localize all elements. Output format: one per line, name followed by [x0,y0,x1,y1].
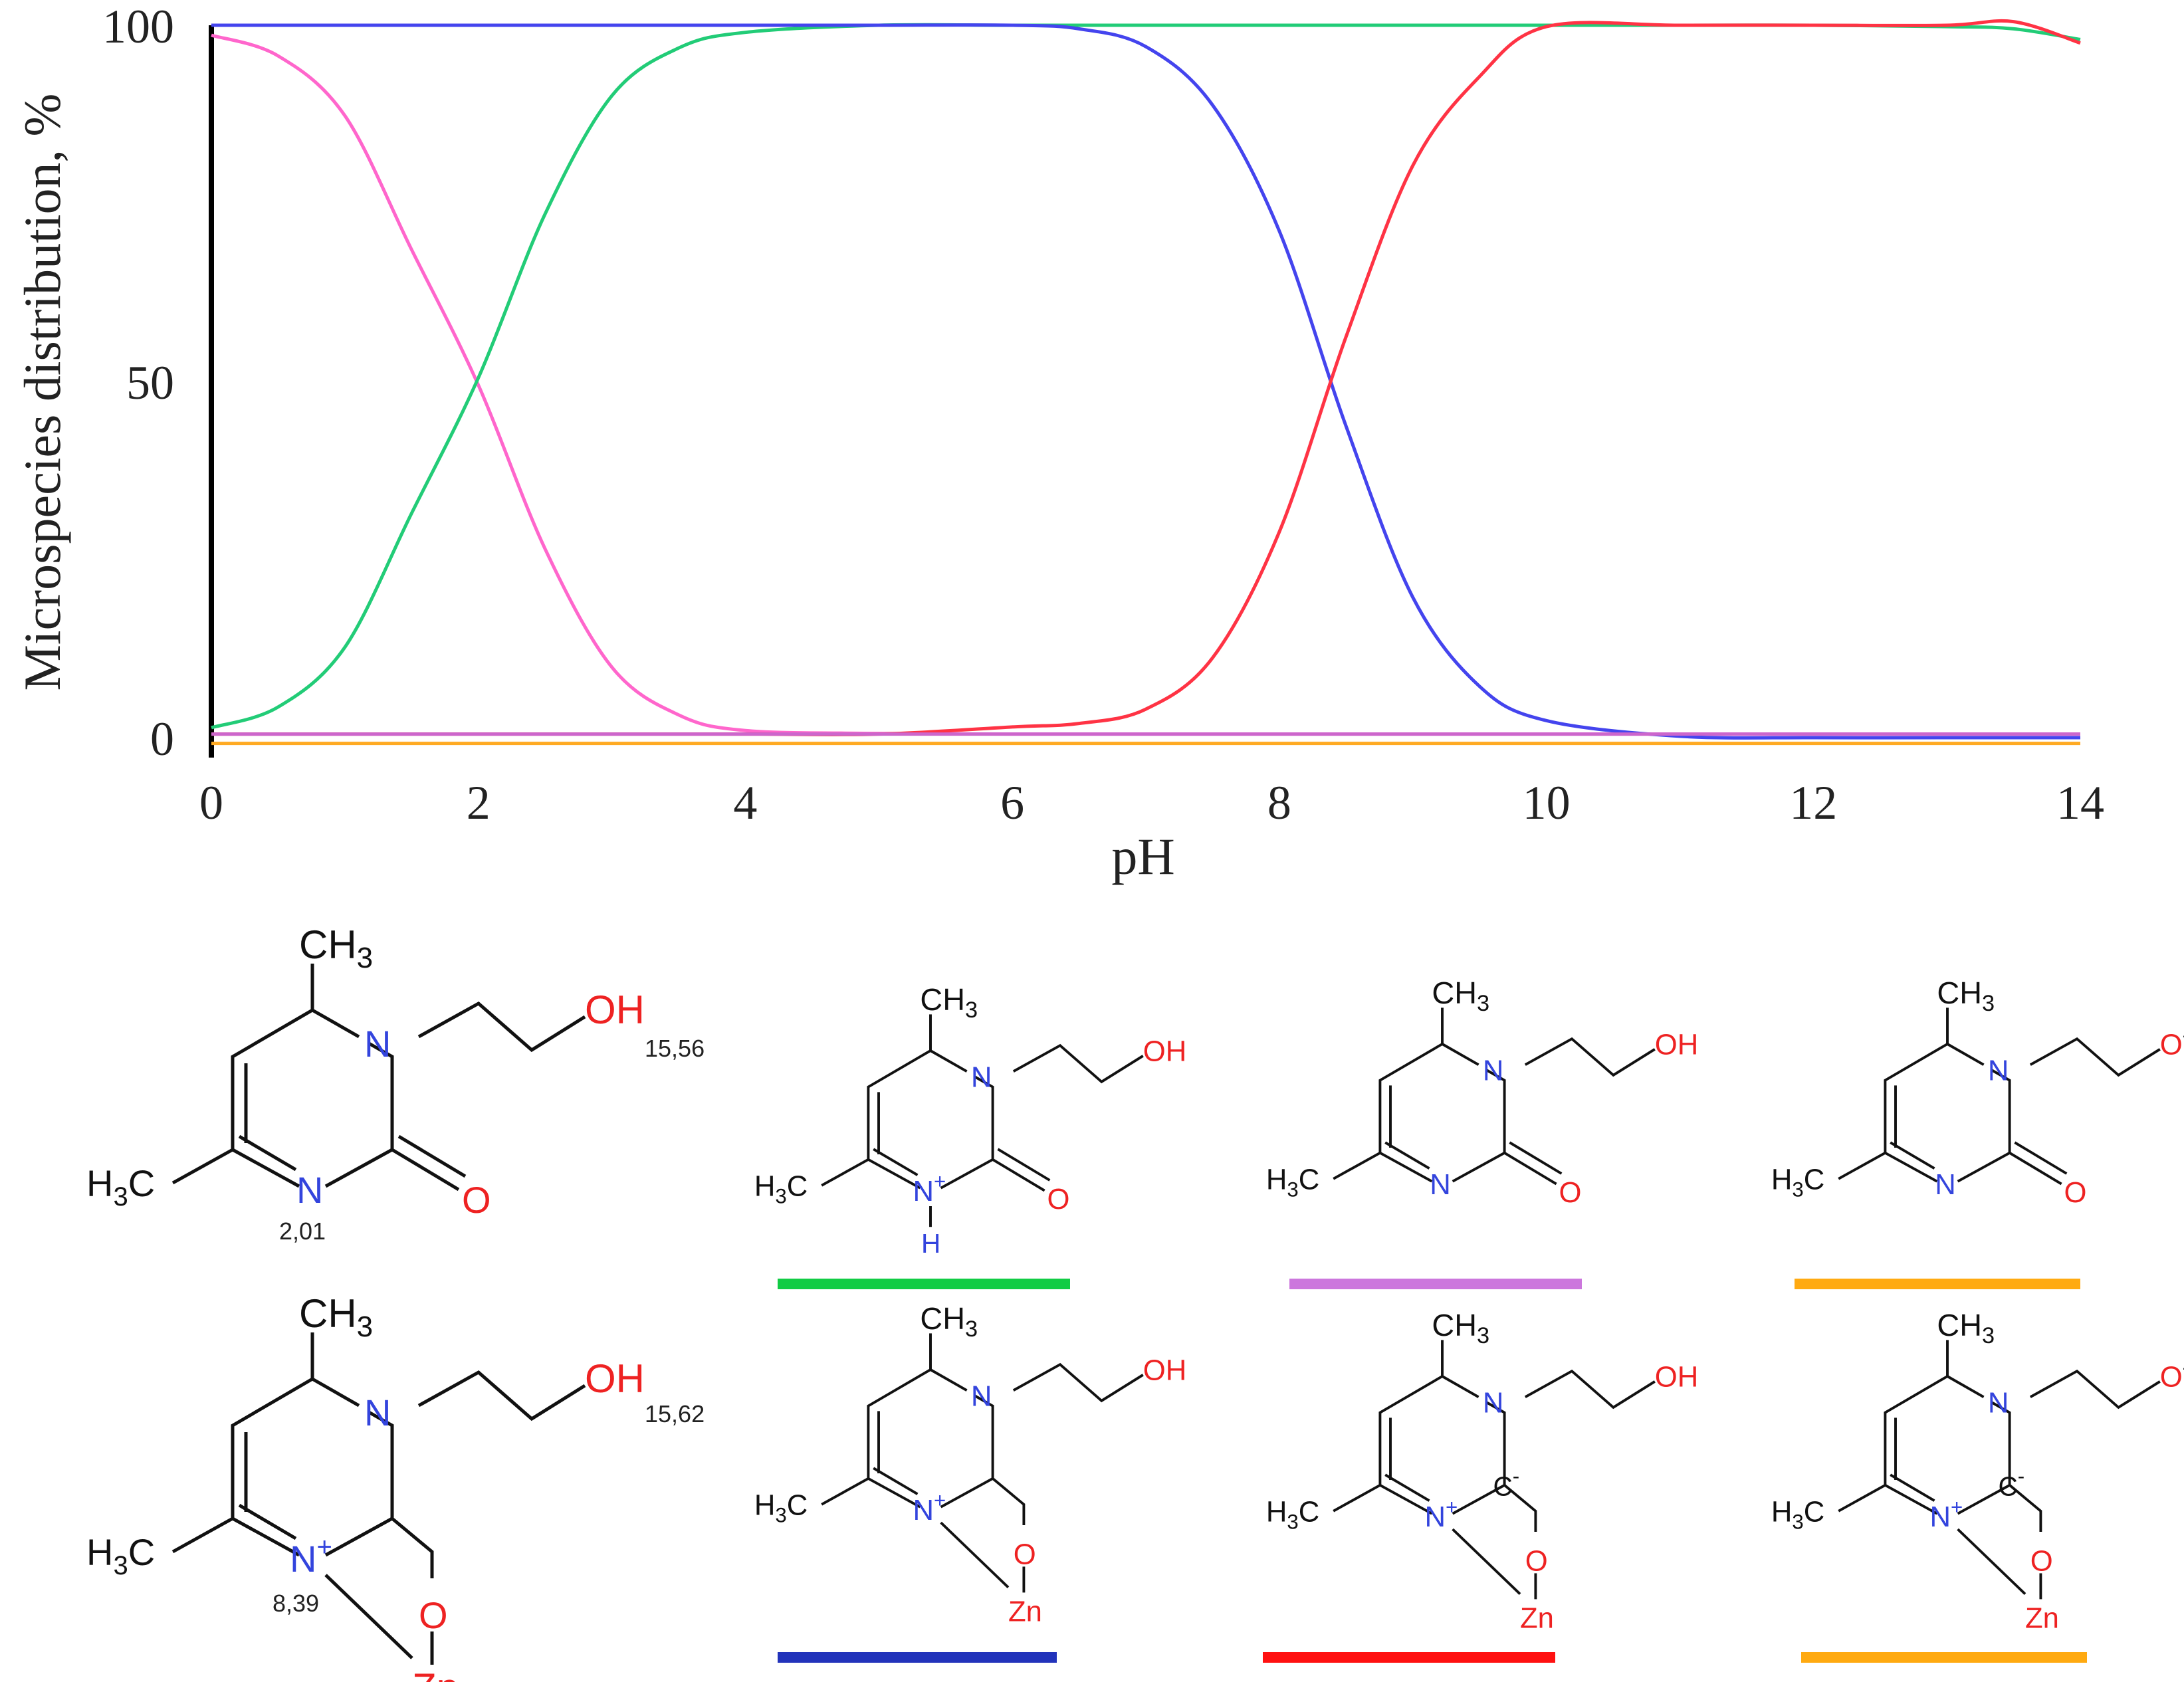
atom-label-o: O [1047,1183,1070,1215]
legend-swatch-green [778,1279,1070,1289]
y-axis-label: Microspecies distribution, % [13,93,71,690]
atom-label-c: C- [1998,1465,2024,1502]
structure-cation: CH3 N N+ H O OH H3C [754,982,1187,1259]
atom-label-n: N [1430,1168,1451,1201]
x-tick-label: 4 [733,776,757,829]
x-tick-label: 12 [1789,776,1837,829]
series-line-2 [211,23,2080,740]
x-axis-label: pH [1111,827,1174,885]
atom-label-o: O- [2160,1023,2184,1061]
x-tick-label: 14 [2056,776,2104,829]
atom-label-zn: Zn [1520,1602,1554,1634]
pka-label: 15,62 [645,1400,705,1427]
atom-label-ch: CH3 [1937,976,1995,1016]
atom-label-n: N [296,1169,323,1211]
atom-label-n: N+ [913,1170,946,1208]
atom-label-n: N [1483,1387,1504,1419]
atom-label-ch: CH3 [1432,976,1489,1016]
atom-label-zn: Zn [412,1665,459,1682]
structure-neutral-pka: CH3 N N O OH H3C 15,56 2,01 [86,922,705,1245]
atom-label-o: O [419,1594,448,1636]
y-tick-label: 100 [102,0,174,53]
y-tick-label: 0 [150,712,174,766]
structure-zn-carbanion: CH3 N C- N+ O Zn OH H3C [1266,1308,1699,1634]
atom-label-oh: OH [1655,1361,1699,1394]
x-tick-label: 8 [1267,776,1291,829]
species-distribution-chart: 0 2 4 6 8 10 12 14 0 50 100 pH Microspec… [13,0,2104,885]
structure-zn-pka: CH3 N N+ O Zn OH H3C 15,62 8,39 [86,1291,705,1682]
atom-label-n: N [1988,1387,2009,1419]
legend-swatch-violet [1289,1279,1582,1289]
structure-neutral: CH3 N N O OH H3C [1266,976,1699,1209]
atom-label-oh: OH [1143,1035,1187,1068]
atom-label-h: H [921,1228,940,1259]
legend-swatch-orange [1795,1279,2080,1289]
atom-label-o: O [1014,1538,1036,1571]
atom-label-ch: CH3 [1937,1308,1995,1348]
atom-label-h3c: H3C [1266,1163,1319,1201]
structure-alkoxide: CH3 N N O O- H3C [1771,976,2184,1209]
pka-label: 15,56 [645,1035,705,1062]
atom-label-n: N [971,1380,992,1413]
legend-swatch-orange-2 [1801,1652,2087,1663]
atom-label-n: N [1988,1055,2009,1087]
curves-layer [211,19,2081,746]
structure-zn-complex: CH3 N N+ O Zn OH H3C [754,1301,1187,1628]
series-line-1 [211,23,2081,730]
legend-swatch-blue [778,1652,1057,1663]
atom-label-o: O [462,1179,491,1221]
x-tick-label: 2 [467,776,491,829]
atom-label-oh: OH [585,988,645,1032]
atom-label-o: O- [2160,1356,2184,1394]
atom-label-ch: CH3 [920,1301,978,1342]
atom-label-h3c: H3C [1771,1495,1824,1533]
atom-label-n: N [364,1023,391,1065]
atom-label-h3c: H3C [1771,1163,1824,1201]
x-tick-label: 0 [199,776,223,829]
x-tick-label: 6 [1000,776,1024,829]
atom-label-h3c: H3C [754,1489,808,1526]
atom-label-n: N+ [290,1532,332,1580]
atom-label-h3c: H3C [86,1162,155,1211]
atom-label-ch: CH3 [299,1291,373,1343]
y-tick-labels: 0 50 100 [102,0,174,766]
atom-label-zn: Zn [2025,1602,2059,1634]
atom-label-ch: CH3 [920,982,978,1023]
pka-label: 2,01 [279,1217,326,1245]
x-tick-label: 10 [1523,776,1571,829]
x-tick-labels: 0 2 4 6 8 10 12 14 [199,776,2104,829]
atom-label-n: N+ [1424,1495,1458,1533]
atom-label-o: O [1559,1176,1582,1209]
y-tick-label: 50 [126,356,174,409]
atom-label-c: C- [1493,1465,1519,1502]
atom-label-h3c: H3C [86,1531,155,1580]
series-line-0 [211,33,2080,736]
atom-label-h3c: H3C [754,1170,808,1208]
atom-label-oh: OH [1143,1354,1187,1387]
atom-label-h3c: H3C [1266,1495,1319,1533]
atom-label-zn: Zn [1008,1595,1042,1628]
atom-label-ch: CH3 [299,922,373,974]
atom-label-oh: OH [1655,1029,1699,1061]
atom-label-oh: OH [585,1356,645,1401]
atom-label-ch: CH3 [1432,1308,1489,1348]
atom-label-n: N [364,1392,391,1433]
structure-zn-carbanion-alkoxide: CH3 N C- N+ O Zn O- H3C [1771,1308,2184,1634]
atom-label-o: O [2064,1176,2087,1209]
structures-panel: CH3 N N O OH H3C 15,56 2,01 CH3 N N+ O Z… [86,922,2184,1682]
atom-label-o: O [2030,1545,2053,1578]
legend-swatch-red [1263,1652,1555,1663]
series-line-3 [211,19,2081,736]
atom-label-n: N [1483,1055,1504,1087]
atom-label-n: N [971,1061,992,1094]
pka-label: 8,39 [273,1590,319,1617]
atom-label-n: N [1935,1168,1956,1201]
atom-label-o: O [1525,1545,1548,1578]
atom-label-n: N+ [1929,1495,1963,1533]
atom-label-n: N+ [913,1489,946,1526]
